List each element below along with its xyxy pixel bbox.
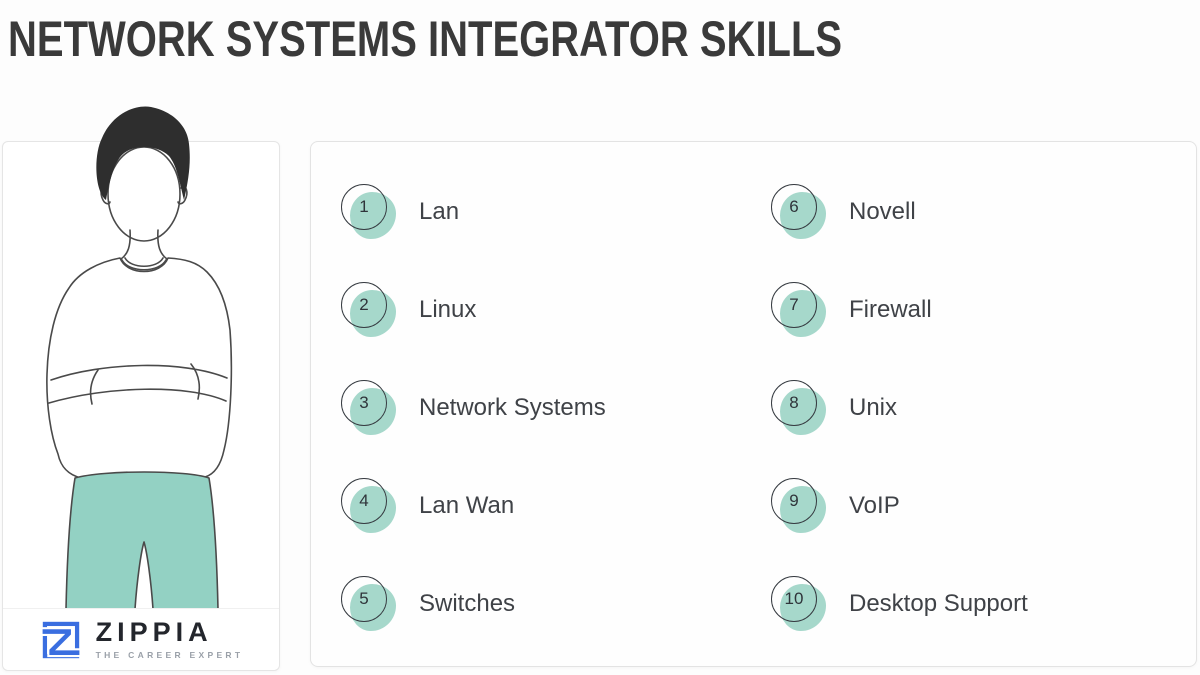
illustration-card: ZIPPIA THE CAREER EXPERT [2, 106, 280, 671]
skills-panel: 1 Lan 2 Linux 3 Network Systems 4 Lan Wa… [310, 141, 1197, 667]
skill-label: Lan Wan [419, 492, 515, 519]
zippia-logo: ZIPPIA THE CAREER EXPERT [3, 608, 279, 670]
skill-number-badge: 9 [771, 478, 827, 534]
skill-number-badge: 4 [341, 478, 397, 534]
skill-item-4: 4 Lan Wan [341, 457, 771, 555]
skill-number-badge: 6 [771, 184, 827, 240]
skill-item-1: 1 Lan [341, 163, 771, 261]
person-illustration [46, 106, 233, 610]
skill-item-3: 3 Network Systems [341, 359, 771, 457]
skill-item-5: 5 Switches [341, 555, 771, 653]
skill-number: 9 [771, 478, 817, 524]
skill-label: Unix [849, 394, 898, 421]
skills-grid: 1 Lan 2 Linux 3 Network Systems 4 Lan Wa… [311, 142, 1196, 653]
skill-item-7: 7 Firewall [771, 261, 1196, 359]
skill-number: 7 [771, 282, 817, 328]
skill-item-6: 6 Novell [771, 163, 1196, 261]
page-title: NETWORK SYSTEMS INTEGRATOR SKILLS [8, 11, 843, 67]
skill-label: Desktop Support [849, 590, 1028, 617]
skill-number-badge: 10 [771, 576, 827, 632]
skill-number: 1 [341, 184, 387, 230]
skill-number: 5 [341, 576, 387, 622]
skill-number: 2 [341, 282, 387, 328]
skill-label: Linux [419, 296, 477, 323]
skill-number-badge: 2 [341, 282, 397, 338]
zippia-tagline: THE CAREER EXPERT [95, 650, 244, 660]
skill-label: Lan [419, 198, 460, 225]
skill-number-badge: 8 [771, 380, 827, 436]
skill-number: 6 [771, 184, 817, 230]
skill-number-badge: 3 [341, 380, 397, 436]
skill-item-2: 2 Linux [341, 261, 771, 359]
skill-number: 4 [341, 478, 387, 524]
skill-label: Switches [419, 590, 516, 617]
skill-number: 3 [341, 380, 387, 426]
skill-item-10: 10 Desktop Support [771, 555, 1196, 653]
zippia-logo-icon [39, 618, 83, 662]
zippia-wordmark: ZIPPIA [95, 617, 213, 647]
skill-label: VoIP [849, 492, 900, 519]
skill-item-8: 8 Unix [771, 359, 1196, 457]
skill-number-badge: 1 [341, 184, 397, 240]
skill-number: 10 [771, 576, 817, 622]
skill-label: Novell [849, 198, 916, 225]
skill-label: Firewall [849, 296, 932, 323]
skill-number-badge: 7 [771, 282, 827, 338]
skill-item-9: 9 VoIP [771, 457, 1196, 555]
skill-number-badge: 5 [341, 576, 397, 632]
skill-label: Network Systems [419, 394, 606, 421]
skill-number: 8 [771, 380, 817, 426]
brand-text: ZIPPIA THE CAREER EXPERT [95, 617, 244, 661]
